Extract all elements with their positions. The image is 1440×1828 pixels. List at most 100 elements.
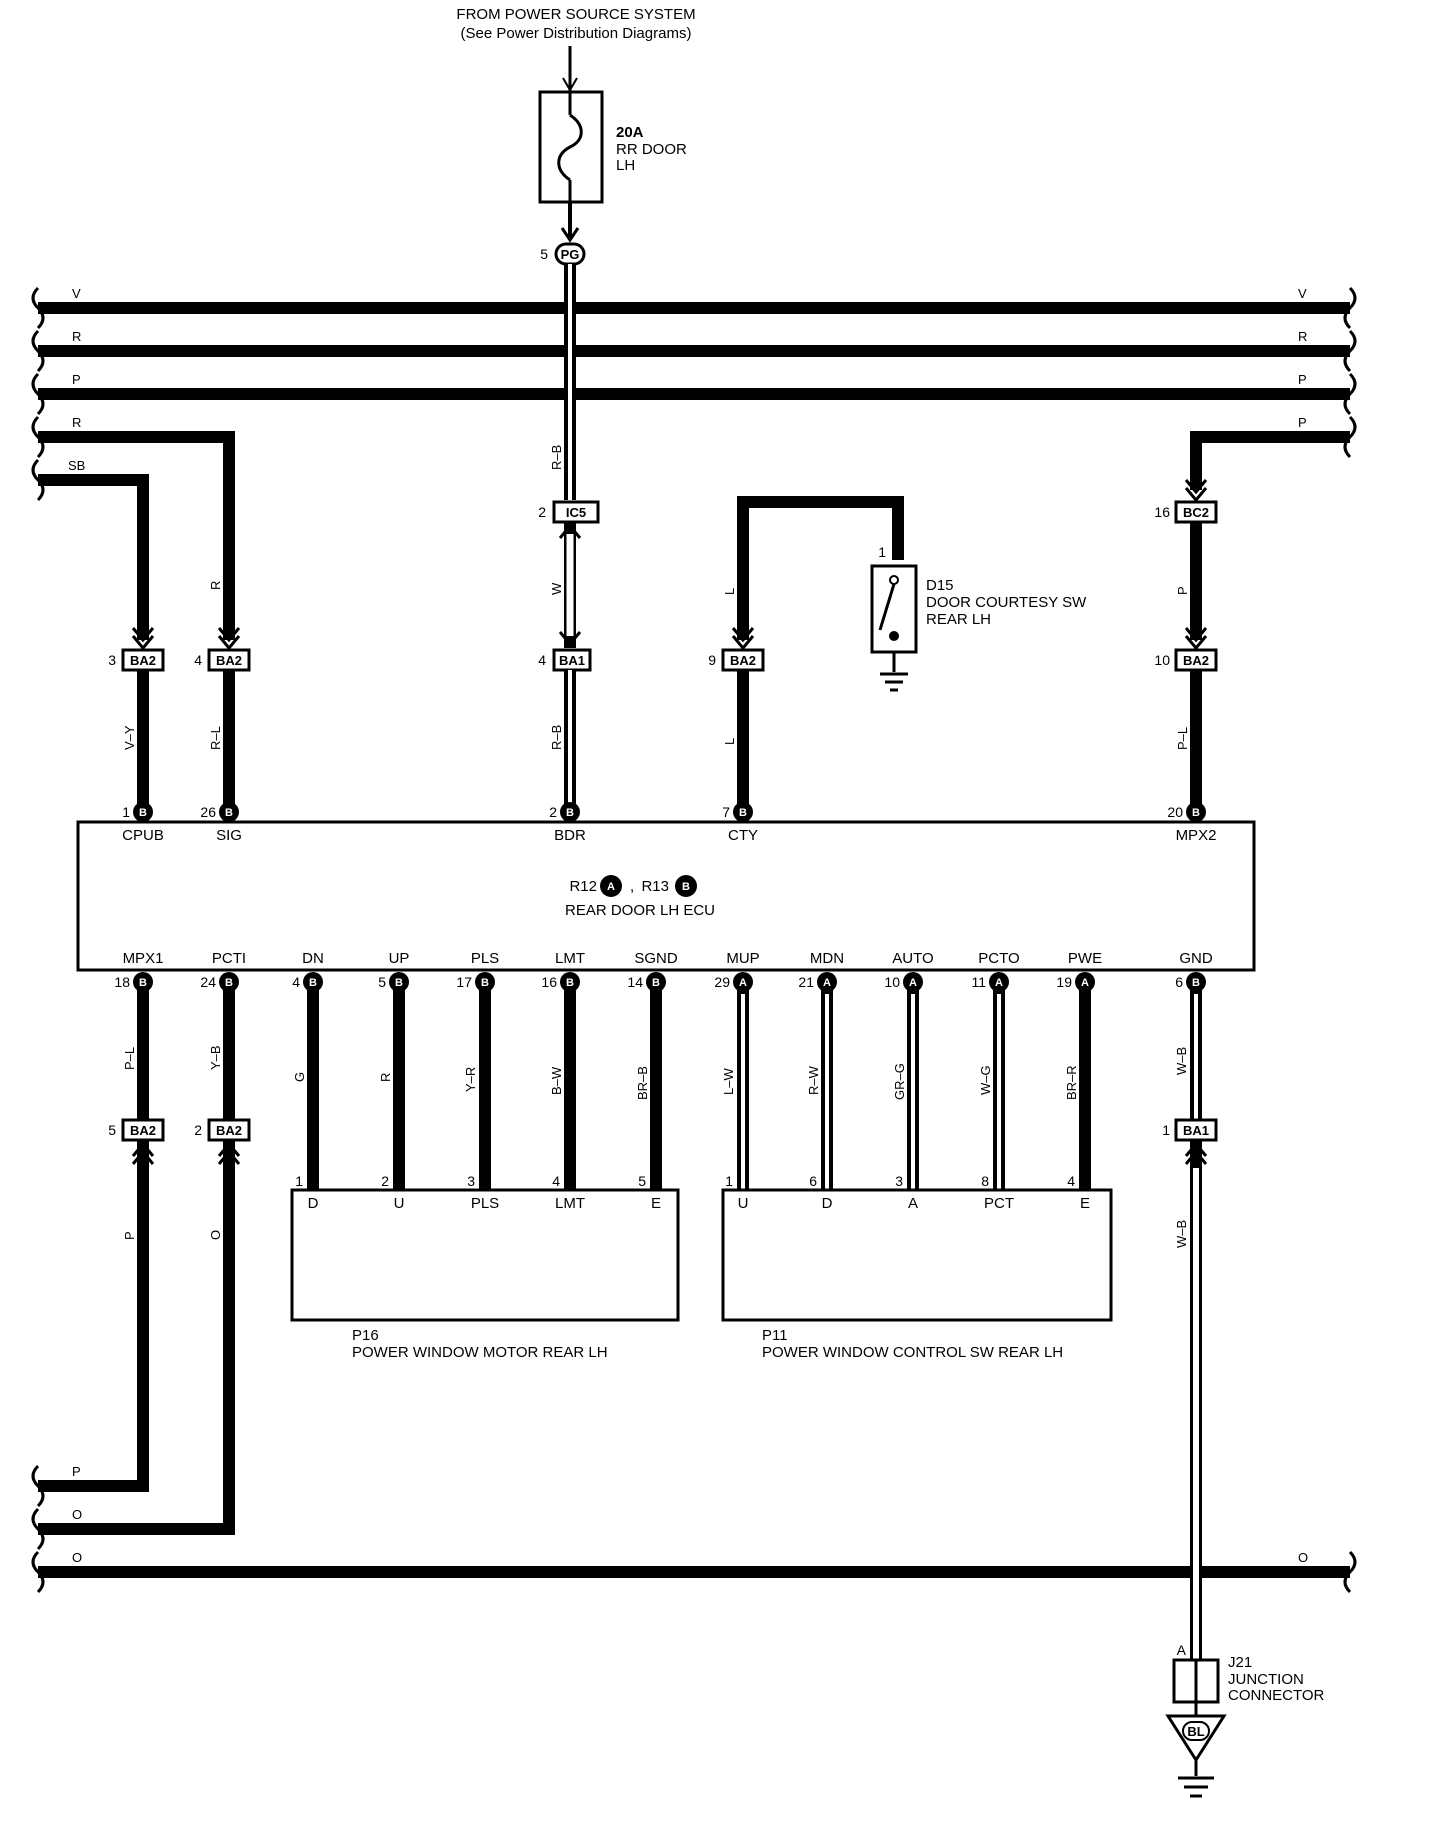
ecu-bottom-pin-number: 21 bbox=[798, 974, 814, 990]
ecu-bottom-pin-number: 10 bbox=[884, 974, 900, 990]
wire-p-mid-label: P bbox=[1175, 586, 1190, 595]
ecu-bottom-pin-number: 24 bbox=[200, 974, 216, 990]
p16-pin-number: 5 bbox=[638, 1173, 646, 1189]
ecu-bottom-pin-marker[interactable] bbox=[560, 972, 580, 992]
wire-o-lower bbox=[38, 1140, 235, 1535]
ecu-bottom-pin-marker[interactable] bbox=[646, 972, 666, 992]
p16-pin-name: LMT bbox=[555, 1195, 585, 1212]
ecu-bottom-pin-marker[interactable] bbox=[219, 972, 239, 992]
bus-v-left: V bbox=[72, 286, 81, 301]
d15-name-1: DOOR COURTESY SW bbox=[926, 594, 1087, 611]
ecu-bottom-pin-marker[interactable] bbox=[817, 972, 837, 992]
ecu-bottom-pin-conn: A bbox=[909, 977, 917, 989]
wire-l-lower-label: L bbox=[722, 738, 737, 745]
ba2-mpx1-label: BA2 bbox=[130, 1123, 156, 1138]
ecu-bottom-pin-marker[interactable] bbox=[903, 972, 923, 992]
ecu-bottom-pin-name: GND bbox=[1179, 950, 1213, 967]
ecu-ref-b-circle bbox=[675, 875, 697, 897]
p16-power-window-motor[interactable] bbox=[290, 1188, 680, 1322]
wire-wb-lower-label: W–B bbox=[1174, 1220, 1189, 1248]
ecu-top-pin-conn: B bbox=[225, 807, 233, 819]
ecu-top-pin-name: SIG bbox=[216, 827, 242, 844]
d15-pin: 1 bbox=[878, 544, 886, 560]
ecu-bottom-pin-marker[interactable] bbox=[989, 972, 1009, 992]
source-arrow-icon bbox=[562, 77, 578, 92]
wire-wb-upper-label: W–B bbox=[1174, 1047, 1189, 1075]
j21-name-1: JUNCTION bbox=[1228, 1671, 1304, 1688]
ecu-bottom-pin-name: DN bbox=[302, 950, 324, 967]
p16-name: POWER WINDOW MOTOR REAR LH bbox=[352, 1344, 608, 1361]
p16-pin-number: 4 bbox=[552, 1173, 560, 1189]
ecu-top-pin-number: 2 bbox=[549, 804, 557, 820]
ba1-gnd-label: BA1 bbox=[1183, 1123, 1209, 1138]
ecu-top-pin-conn: B bbox=[1192, 807, 1200, 819]
wire-p-lower-label: P bbox=[122, 1231, 137, 1240]
ecu-top-pin-name: CPUB bbox=[122, 827, 164, 844]
ecu-top-pin-marker[interactable] bbox=[133, 802, 153, 822]
ecu-bottom-pins: MPX1B18PCTIB24DNB4UPB5PLSB17LMTB16SGNDB1… bbox=[114, 950, 1213, 992]
fuse-element-icon bbox=[557, 113, 583, 182]
ecu-bottom-pin-name: AUTO bbox=[892, 950, 933, 967]
ecu-top-pin-name: CTY bbox=[728, 827, 758, 844]
ecu-top-pin-marker[interactable] bbox=[733, 802, 753, 822]
ecu-bottom-pin-conn: A bbox=[739, 977, 747, 989]
p16-pin-name: U bbox=[394, 1195, 405, 1212]
ecu-bottom-pin-number: 6 bbox=[1175, 974, 1183, 990]
ecu-top-pin-marker[interactable] bbox=[219, 802, 239, 822]
wire-l-upper-label: L bbox=[722, 588, 737, 595]
wire-rb-lower-label: R–B bbox=[549, 725, 564, 750]
ecu-bottom-pin-marker[interactable] bbox=[303, 972, 323, 992]
wire-yb-label: Y–B bbox=[208, 1045, 223, 1070]
ecu-top-pin-name: MPX2 bbox=[1176, 827, 1217, 844]
wire-pl-upper-label: P–L bbox=[1175, 727, 1190, 750]
wire-vy-label: V–Y bbox=[122, 725, 137, 750]
wire-r-label: R bbox=[208, 581, 223, 590]
d15-ground-icon bbox=[880, 672, 908, 692]
bus-r2-left: R bbox=[72, 415, 81, 430]
p11-pin-number: 4 bbox=[1067, 1173, 1075, 1189]
ecu-bottom-pin-marker[interactable] bbox=[475, 972, 495, 992]
wire-rb-upper-label: R–B bbox=[549, 445, 564, 470]
ground-bl-label: BL bbox=[1187, 1724, 1204, 1739]
source-subtitle: (See Power Distribution Diagrams) bbox=[461, 25, 692, 42]
wire-sb bbox=[38, 474, 149, 640]
ecu-bottom-pin-conn: B bbox=[1192, 977, 1200, 989]
ecu-ref-b-letter: B bbox=[682, 881, 690, 893]
ecu-top-pin-number: 1 bbox=[122, 804, 130, 820]
ba2-mpx1-pin: 5 bbox=[108, 1122, 116, 1138]
ecu-bottom-pin-marker[interactable] bbox=[389, 972, 409, 992]
ecu-bottom-pin-name: PLS bbox=[471, 950, 499, 967]
wire-brb-label: BR–B bbox=[635, 1066, 650, 1100]
p11-pin-name: E bbox=[1080, 1195, 1090, 1212]
ecu-bottom-pin-conn: B bbox=[225, 977, 233, 989]
ecu-top-pin-marker[interactable] bbox=[560, 802, 580, 822]
ecu-bottom-pin-marker[interactable] bbox=[733, 972, 753, 992]
p11-power-window-switch[interactable] bbox=[721, 1188, 1113, 1322]
ba2-cty-label: BA2 bbox=[730, 653, 756, 668]
p11-pin-number: 1 bbox=[725, 1173, 733, 1189]
p11-ref: P11 bbox=[762, 1327, 788, 1344]
wire-pl-lower-label: P–L bbox=[122, 1047, 137, 1070]
bus-o-bottom-left: O bbox=[72, 1550, 82, 1565]
ecu-top-pin-conn: B bbox=[739, 807, 747, 819]
p11-pin-name: A bbox=[908, 1195, 918, 1212]
wire-rl-label: R–L bbox=[208, 726, 223, 750]
rear-door-lh-ecu[interactable] bbox=[76, 820, 1256, 972]
ecu-bottom-pin-name: UP bbox=[389, 950, 410, 967]
wire-p-lower bbox=[38, 1140, 149, 1492]
ecu-bottom-pin-number: 16 bbox=[541, 974, 557, 990]
pg-pin: 5 bbox=[540, 246, 548, 262]
wire-o-lower-label: O bbox=[208, 1230, 223, 1240]
source-title: FROM POWER SOURCE SYSTEM bbox=[456, 6, 695, 23]
ecu-bottom-pin-marker[interactable] bbox=[133, 972, 153, 992]
ecu-top-pin-marker[interactable] bbox=[1186, 802, 1206, 822]
lower-connector-arrows bbox=[131, 1141, 1208, 1165]
ba2-mpx2-label: BA2 bbox=[1183, 653, 1209, 668]
ecu-bottom-pin-conn: B bbox=[309, 977, 317, 989]
ecu-bottom-pin-marker[interactable] bbox=[1186, 972, 1206, 992]
ba2-sb-label: BA2 bbox=[130, 653, 156, 668]
ecu-bottom-pin-marker[interactable] bbox=[1075, 972, 1095, 992]
